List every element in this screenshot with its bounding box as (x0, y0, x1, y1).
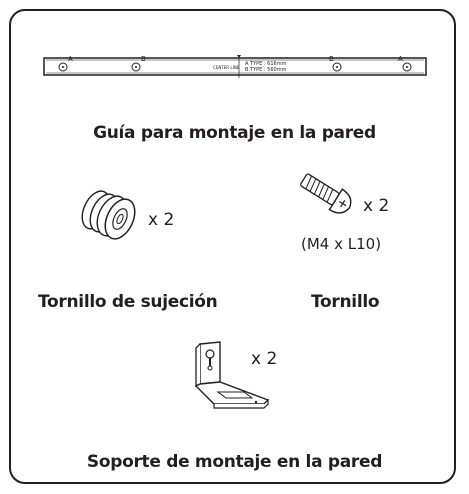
guide-mark-b-right: B (329, 55, 334, 63)
guide-mark-a-right: A (398, 55, 403, 63)
holder-screw-caption: Tornillo de sujeción (38, 292, 218, 312)
guide-mark-a-left: A (68, 55, 73, 63)
holder-screw-illustration (81, 190, 136, 240)
guide-b-type-label: B TYPE : 560mm (245, 67, 287, 73)
guide-center-line-label: CENTER LINE (213, 65, 240, 70)
wall-mount-bracket-illustration (194, 341, 270, 409)
screw-illustration (300, 173, 352, 214)
wall-mount-guide-illustration (43, 55, 427, 78)
wall-mount-guide-caption: Guía para montaje en la pared (93, 123, 376, 143)
screw-quantity: x 2 (363, 196, 390, 216)
screw-spec: (M4 x L10) (301, 235, 382, 253)
guide-mark-b-left: B (141, 55, 146, 63)
bracket-quantity: x 2 (251, 349, 278, 369)
screw-caption: Tornillo (311, 292, 380, 312)
wall-mount-bracket-caption: Soporte de montaje en la pared (86, 452, 383, 472)
holder-screw-quantity: x 2 (148, 210, 175, 230)
guide-a-type-label: A TYPE : 616mm (245, 61, 287, 67)
